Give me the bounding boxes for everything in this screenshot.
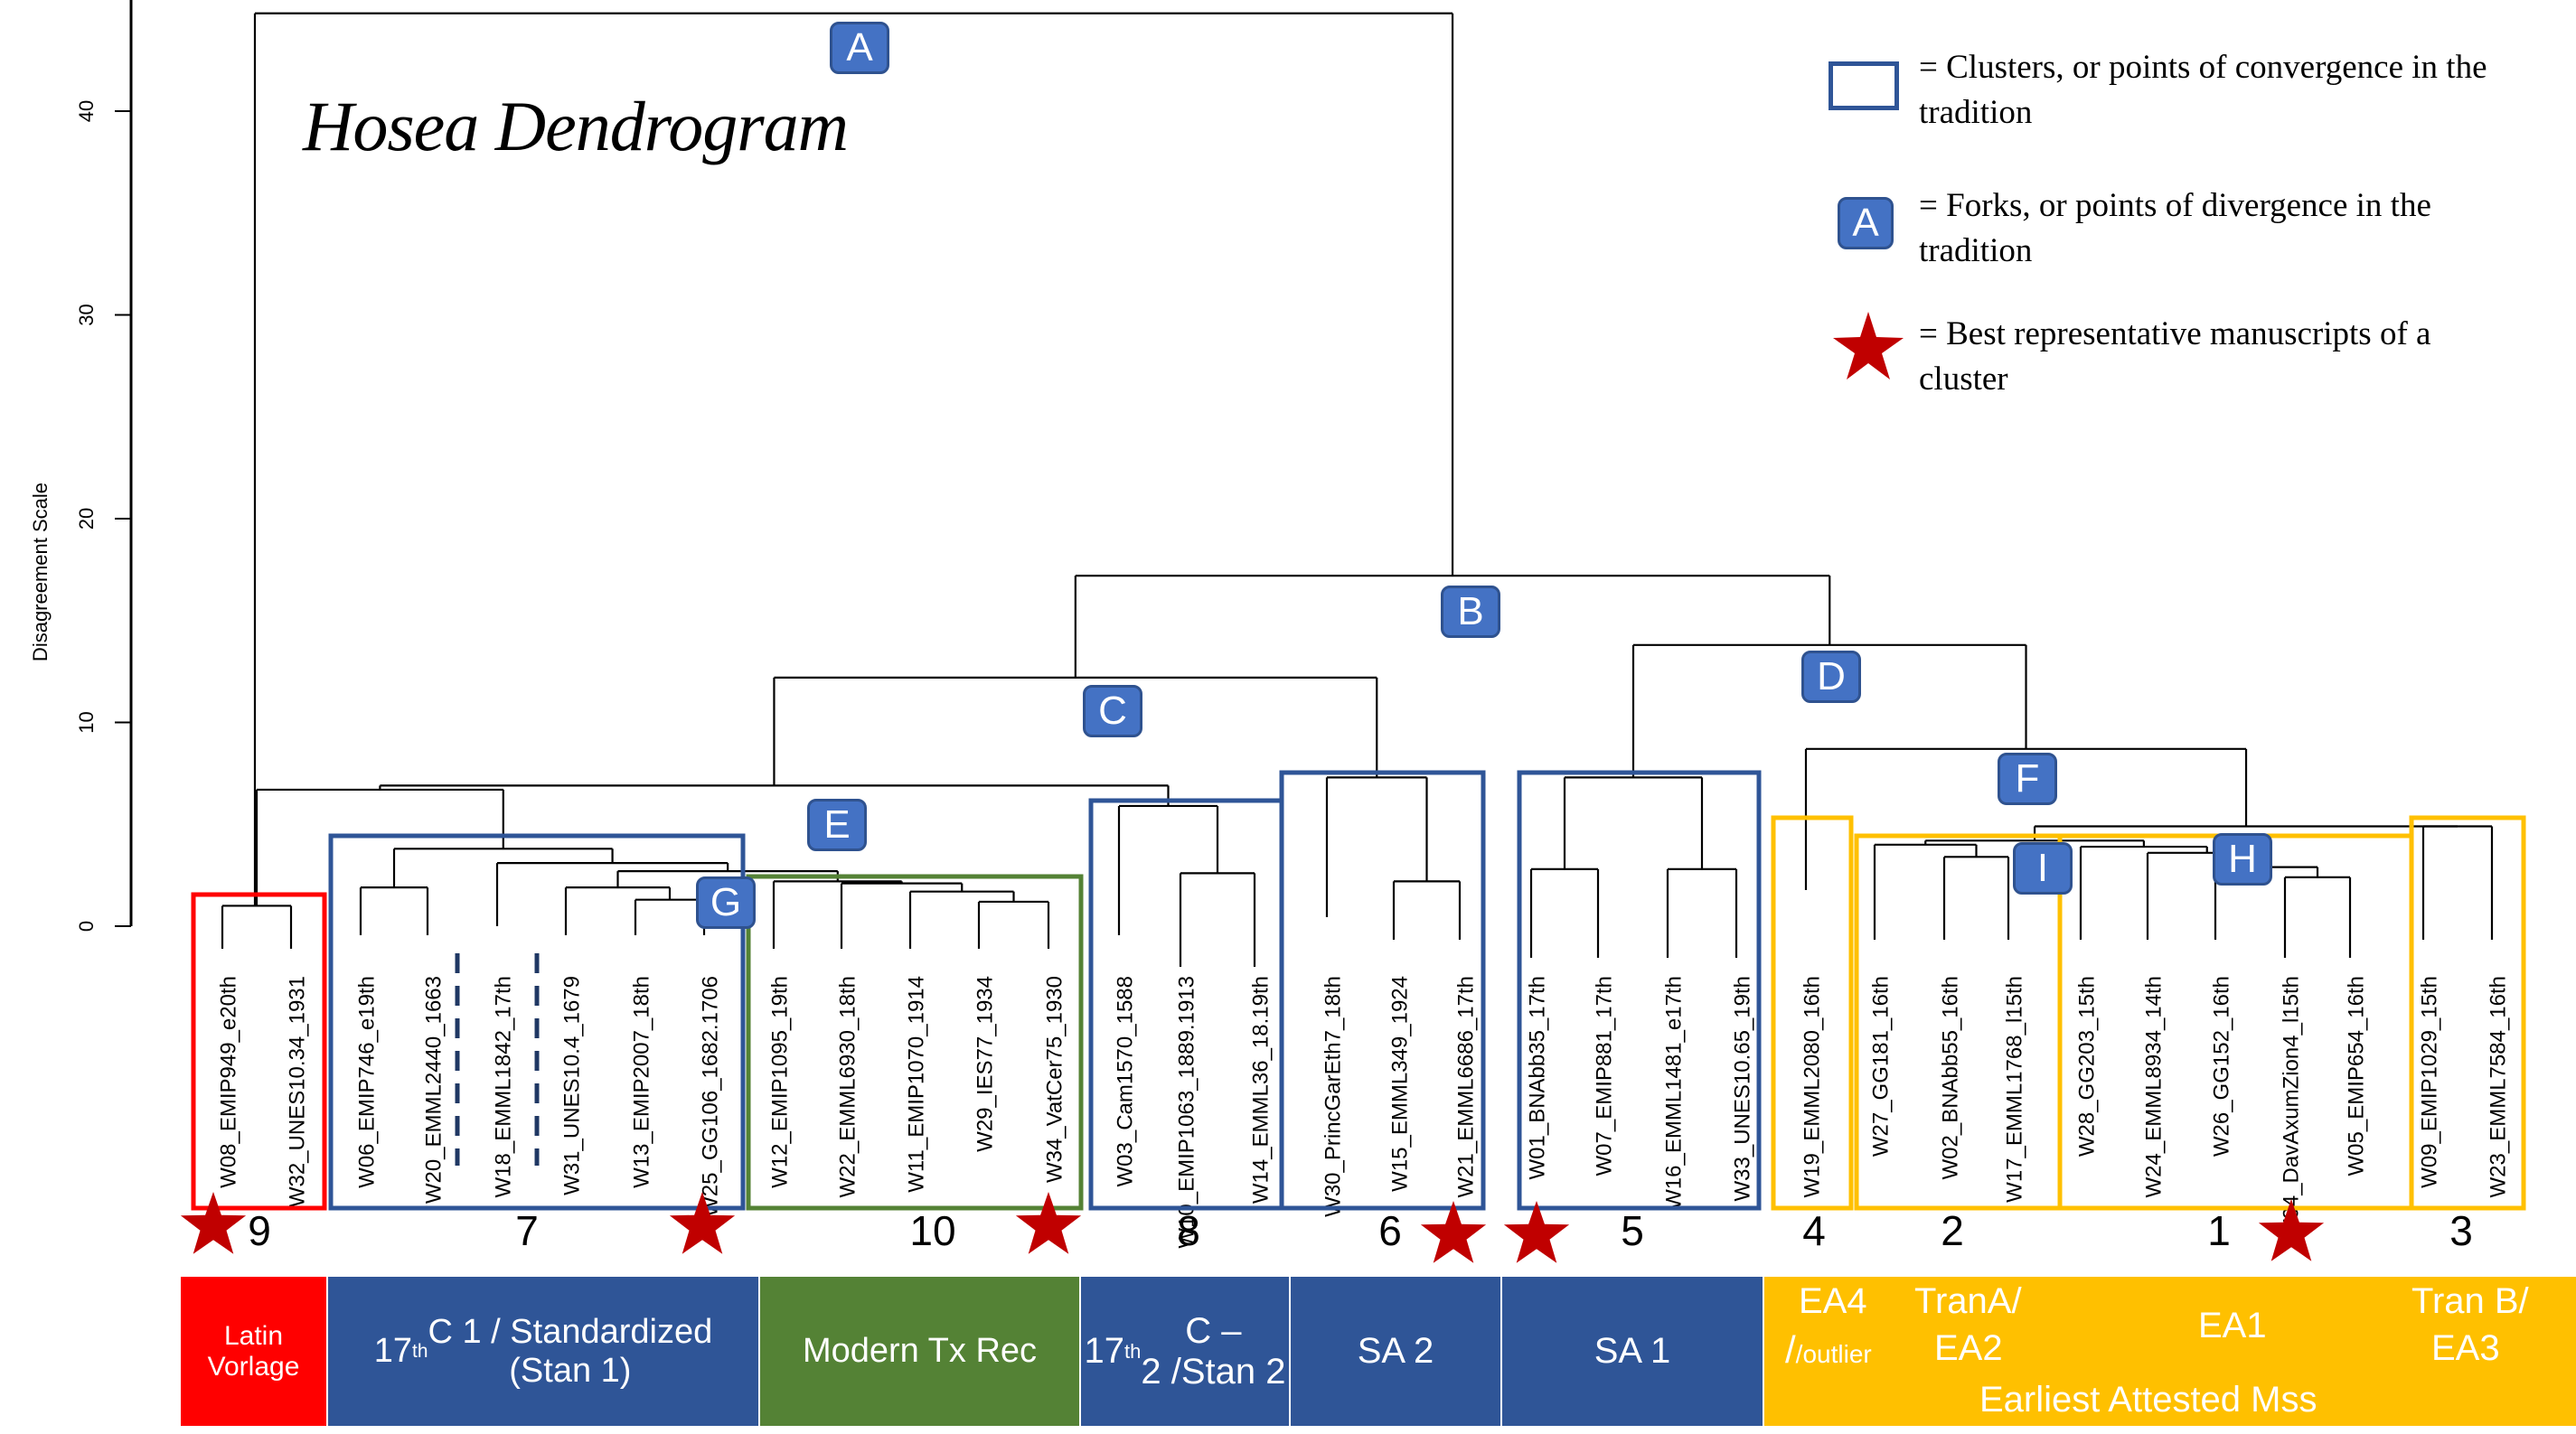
band-ea4-sub: //outlier [1785, 1328, 1872, 1371]
cluster-number: 5 [1621, 1207, 1644, 1254]
cluster-box-5 [1517, 770, 1762, 1211]
star-icon [1503, 1201, 1570, 1263]
legend-fork-text: = Forks, or points of divergence in the … [1919, 187, 2431, 269]
band-earliest-attested [1764, 1277, 2576, 1426]
star-icon [1420, 1201, 1487, 1263]
cluster-number: 3 [2449, 1207, 2473, 1254]
cluster-number: 4 [1802, 1207, 1826, 1254]
band-earliest-label: Earliest Attested Mss [1979, 1380, 2317, 1420]
leaf-label: W11_EMIP1070_1914 [904, 976, 928, 1193]
fork-badge-h: H [2213, 833, 2272, 886]
leaf-label: W21_EMML6686_17th [1453, 976, 1478, 1197]
y-tick-label: 30 [75, 304, 98, 325]
leaf-label: W02_BNAbb55_16th [1938, 976, 1962, 1180]
cluster-box-3 [2409, 815, 2526, 1211]
leaf-label: W10_EMIP1063_1889.1913 [1174, 976, 1199, 1249]
leaf-label: W27_GG181_16th [1868, 976, 1893, 1157]
legend-cluster-swatch [1829, 61, 1899, 110]
leaf-label: W12_EMIP1095_19th [767, 976, 792, 1188]
leaf-label: W30_PrincGarEth7_18th [1321, 976, 1345, 1217]
fork-badge-e: E [807, 799, 867, 851]
leaf-label: W14_EMML36_18.19th [1248, 976, 1273, 1204]
category-band: Modern Tx Rec [760, 1277, 1079, 1426]
leaf-label: W08_EMIP949_e20th [216, 976, 240, 1188]
leaf-label: W32_UNES10.34_1931 [285, 976, 309, 1207]
leaf-label: W19_EMML2080_16th [1800, 976, 1824, 1197]
fork-badge-c: C [1083, 685, 1142, 737]
cluster-number: 10 [909, 1207, 956, 1254]
category-band: SA 1 [1502, 1277, 1763, 1426]
cluster-box-10 [746, 874, 1084, 1211]
cluster-box-7 [328, 833, 746, 1211]
fork-badge-i: I [2013, 842, 2073, 895]
leaf-label: W31_UNES10.4_1679 [559, 976, 584, 1195]
legend-fork-badge: A [1838, 197, 1894, 249]
leaf-label: W16_EMML1481_e17th [1661, 976, 1686, 1210]
band-ea2-label: EA2 [1934, 1328, 2003, 1368]
leaf-label: W24_EMML8934_14th [2141, 976, 2166, 1197]
leaf-label: W06_EMIP746_e19th [354, 976, 379, 1188]
legend-star-icon [1833, 312, 1904, 380]
cluster-box-4 [1771, 815, 1854, 1211]
cluster-number: 8 [1177, 1207, 1200, 1254]
fork-badge-g: G [696, 876, 756, 929]
cluster-number: 6 [1378, 1207, 1402, 1254]
leaf-label: W18_EMML1842_17th [491, 976, 515, 1197]
cluster-box-6 [1279, 770, 1486, 1211]
cluster-number: 9 [248, 1207, 271, 1254]
leaf-label: W25_GG106_1682.1706 [698, 976, 722, 1217]
leaf-label: W01_BNAbb35_17th [1525, 976, 1549, 1180]
leaf-label: W33_UNES10.65_19th [1730, 976, 1754, 1202]
figure-title: Hosea Dendrogram [303, 87, 849, 165]
leaf-label: W03_Cam1570_1588 [1113, 976, 1137, 1187]
leaf-label: W23_EMML7584_16th [2486, 976, 2510, 1197]
fork-badge-d: D [1801, 651, 1861, 703]
leaf-label: W17_EMML1768_l15th [2002, 976, 2026, 1203]
star-icon [1015, 1192, 1082, 1254]
legend-star-text: = Best representative manuscripts of a c… [1919, 315, 2431, 398]
leaf-label: W26_GG152_16th [2209, 976, 2233, 1157]
band-tran-b-label: Tran B/ [2411, 1281, 2529, 1321]
band-ea4-label: EA4 [1799, 1281, 1867, 1321]
y-axis-title: Disagreement Scale [29, 482, 52, 662]
leaf-label: W15_EMML349_1924 [1387, 976, 1412, 1192]
band-tran-a-label: TranA/ [1914, 1281, 2022, 1321]
star-icon [180, 1192, 247, 1254]
leaf-label: W28_GG203_15th [2074, 976, 2099, 1157]
cluster-number: 2 [1941, 1207, 1964, 1254]
category-band: SA 2 [1291, 1277, 1500, 1426]
cluster-box-9 [191, 892, 327, 1211]
cluster-number: 1 [2207, 1207, 2231, 1254]
leaf-label: W13_EMIP2007_18th [629, 976, 653, 1188]
leaf-label: W34_VatCer75_1930 [1042, 976, 1067, 1183]
leaf-label: W05_EMIP654_16th [2344, 976, 2368, 1176]
star-icon [2258, 1199, 2325, 1261]
star-icon [669, 1192, 736, 1254]
leaf-label: W20_EMML2440_1663 [421, 976, 446, 1204]
leaf-label: W04_DavAxumZion4_l15th [2279, 976, 2303, 1240]
fork-badge-b: B [1441, 586, 1500, 638]
fork-badge-f: F [1998, 753, 2057, 805]
leaf-label: W09_EMIP1029_15th [2417, 976, 2441, 1188]
leaf-label: W29_IES77_1934 [973, 976, 997, 1152]
y-tick-label: 10 [75, 711, 98, 733]
y-tick-label: 40 [75, 100, 98, 122]
band-ea3-label: EA3 [2431, 1328, 2500, 1368]
band-ea1-label: EA1 [2198, 1306, 2267, 1345]
leaf-label: W07_EMIP881_17th [1592, 976, 1616, 1176]
cluster-number: 7 [515, 1207, 539, 1254]
y-tick-label: 20 [75, 508, 98, 530]
legend-cluster-text: = Clusters, or points of convergence in … [1919, 49, 2487, 131]
y-tick-label: 0 [75, 921, 98, 932]
leaf-label: W22_EMML6930_18th [835, 976, 860, 1197]
fork-badge-a: A [830, 22, 889, 74]
